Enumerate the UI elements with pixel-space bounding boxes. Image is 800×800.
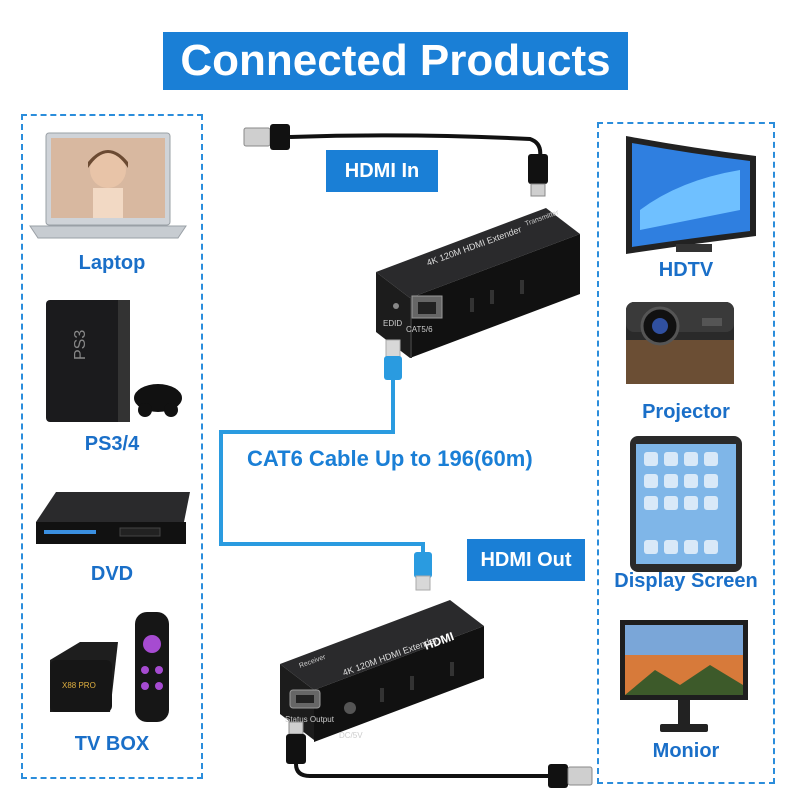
right-device-label: Display Screen: [614, 570, 758, 592]
receiver-port1-label: Status Output: [285, 715, 335, 724]
tv-box-icon: X88 PRO: [50, 612, 169, 722]
svg-text:PS3: PS3: [72, 330, 89, 360]
receiver-port2-label: DC/5V: [339, 731, 363, 740]
hdmi-out-label: HDMI Out: [467, 539, 585, 581]
game-console-icon: PS3: [46, 300, 182, 422]
tvbox-brand: X88 PRO: [62, 681, 96, 690]
right-device-label: Monior: [652, 740, 720, 762]
cat6-cable: [219, 339, 432, 591]
tablet-icon: [630, 436, 742, 572]
left-device-label: PS3/4: [84, 433, 140, 455]
hdmi-in-label: HDMI In: [326, 150, 438, 192]
transmitter-device: HDMI 4K 120M HDMI Extender Transmitter E…: [376, 208, 580, 358]
right-device-label: HDTV: [658, 259, 714, 281]
transmitter-logo: HDMI: [388, 231, 422, 255]
dvd-player-icon: [36, 492, 190, 544]
right-device-panel: [597, 122, 775, 784]
right-device-label: Projector: [642, 401, 730, 423]
tv-icon: [626, 136, 756, 254]
left-device-label: Laptop: [78, 252, 146, 274]
left-device-label: TV BOX: [74, 733, 150, 755]
left-device-label: DVD: [90, 563, 134, 585]
page-title: Connected Products: [163, 32, 628, 90]
transmitter-port2-label: CAT5/6: [406, 325, 433, 334]
cable-length-label: CAT6 Cable Up to 196(60m): [247, 446, 533, 471]
hdmi-in-cable: [243, 124, 548, 197]
monitor-icon: [620, 620, 748, 732]
laptop-icon: [29, 132, 187, 239]
receiver-device: HDMI 4K 120M HDMI Extender Receiver Stat…: [280, 600, 484, 742]
hdmi-out-cable: [286, 721, 593, 788]
transmitter-port1-label: EDID: [383, 319, 402, 328]
projector-icon: [626, 302, 734, 384]
left-device-panel: [21, 114, 203, 779]
